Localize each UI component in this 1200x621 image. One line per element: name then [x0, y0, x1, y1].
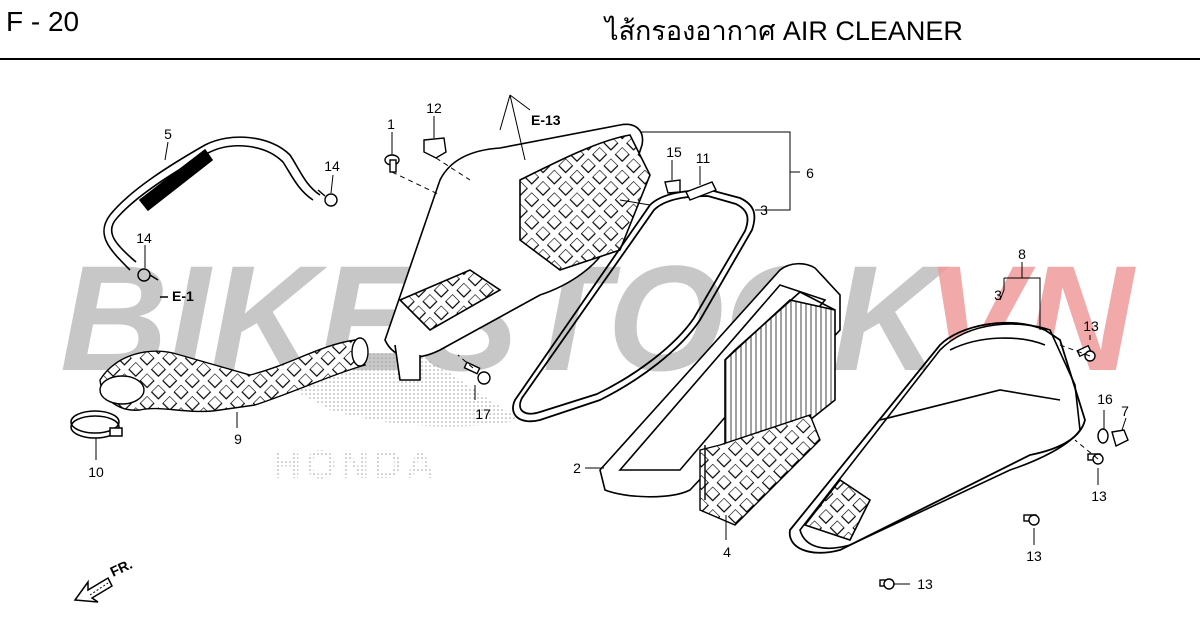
ref-e1: E-1	[172, 288, 194, 304]
callout-9: 9	[234, 431, 242, 447]
front-label: FR.	[108, 556, 135, 580]
header-divider	[0, 58, 1200, 60]
clip-12	[423, 137, 447, 159]
breather-tube	[103, 136, 321, 271]
bolt-1	[384, 154, 400, 173]
honda-logo-text: HONDA	[272, 443, 439, 487]
callout-10: 10	[88, 464, 104, 480]
front-arrow-icon	[73, 576, 113, 603]
drain-plug-11	[685, 181, 717, 201]
callout-13-top: 13	[1083, 318, 1099, 334]
callout-15: 15	[666, 144, 682, 160]
inner-duct-4	[699, 414, 821, 526]
washer-16	[1097, 428, 1109, 444]
callout-8: 8	[1018, 246, 1026, 262]
callout-5: 5	[164, 126, 172, 142]
callout-7: 7	[1121, 403, 1129, 419]
gasket-lower	[789, 321, 1086, 554]
callout-3-lower: 3	[994, 287, 1002, 303]
callout-13-mid: 13	[1026, 548, 1042, 564]
air-cleaner-cover	[799, 323, 1081, 550]
plug-7	[1111, 429, 1129, 448]
callout-16: 16	[1097, 391, 1113, 407]
intake-duct	[99, 337, 369, 413]
callout-17: 17	[475, 406, 491, 422]
page-title: ไส้กรองอากาศ AIR CLEANER	[605, 16, 963, 46]
leader-lines	[95, 94, 1127, 585]
air-cleaner-case	[384, 123, 651, 381]
screw-13b	[1087, 453, 1104, 465]
callout-4: 4	[723, 544, 731, 560]
page-header: F - 20 ไส้กรองอากาศ AIR CLEANER	[0, 0, 1200, 60]
callout-2: 2	[573, 460, 581, 476]
ref-e13: E-13	[531, 112, 561, 128]
page-code: F - 20	[6, 6, 80, 37]
screw-13d	[879, 578, 895, 590]
callout-11: 11	[696, 150, 711, 166]
callout-14-lower: 14	[136, 230, 152, 246]
callout-1: 1	[387, 116, 395, 132]
clip-15	[664, 179, 681, 194]
callout-13-bottom: 13	[917, 576, 933, 592]
screw-13c	[1023, 514, 1040, 526]
tube-clip-lower	[137, 268, 159, 282]
callout-13-right: 13	[1091, 488, 1107, 504]
callout-14-upper: 14	[324, 158, 340, 174]
hose-band	[70, 410, 123, 439]
tube-clip-upper	[317, 189, 338, 207]
bolt-17	[463, 361, 491, 385]
callout-6: 6	[806, 165, 814, 181]
assembly-lines	[391, 157, 1099, 460]
callout-3-upper: 3	[760, 202, 768, 218]
callout-12: 12	[426, 100, 442, 116]
